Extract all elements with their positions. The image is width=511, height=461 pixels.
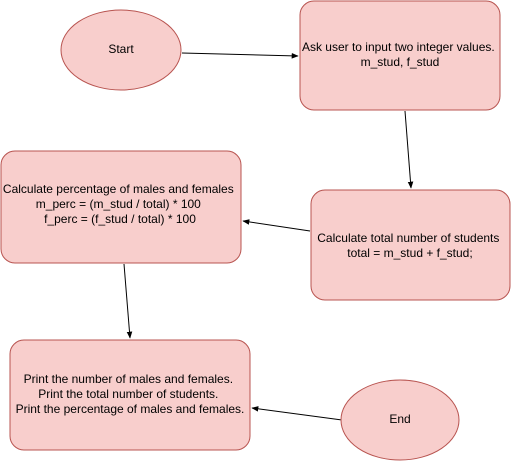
start-shape [60,9,182,91]
edge-percentage-to-print [123,263,133,339]
input-process-label: Ask user to input two integer values. m_… [302,40,498,69]
input-process-line: m_stud, f_stud [361,55,440,69]
end-node[interactable]: End [340,379,460,461]
input-process-line: Ask user to input two integer values. [302,40,495,54]
start-label-line: Start [108,42,134,56]
total-process-line: total = m_stud + f_stud; [347,246,472,260]
input-process-node[interactable]: Ask user to input two integer values. m_… [299,0,501,111]
edge-input-to-total [404,110,414,189]
flowchart-edges [123,52,414,421]
percentage-process-line: f_perc = (f_stud / total) * 100 [44,212,196,226]
percentage-process-shape [0,150,242,264]
total-process-label: Calculate total number of students total… [317,231,502,260]
end-label-line: End [389,412,410,426]
print-output-line: Print the percentage of males and female… [16,402,245,416]
percentage-process-label: Calculate percentage of males and female… [3,182,237,226]
total-process-shape [310,189,511,301]
edge-total-to-percentage [242,219,311,232]
total-process-node[interactable]: Calculate total number of students total… [310,189,511,301]
print-output-shape [9,339,251,451]
end-shape [340,379,460,461]
start-label: Start [108,42,134,56]
percentage-process-line: Calculate percentage of males and female… [3,182,234,196]
percentage-process-line: m_perc = (m_stud / total) * 100 [36,197,201,211]
print-output-line: Print the number of males and females. [24,372,233,386]
input-process-shape [299,0,501,111]
total-process-line: Calculate total number of students [317,231,499,245]
edge-start-to-input [181,52,299,59]
end-label: End [389,412,410,426]
edge-end-to-print [251,406,343,421]
start-node[interactable]: Start [60,9,182,91]
percentage-process-node[interactable]: Calculate percentage of males and female… [0,150,242,264]
print-output-node[interactable]: Print the number of males and females. P… [9,339,251,451]
print-output-line: Print the total number of students. [38,387,218,401]
print-output-label: Print the number of males and females. P… [16,372,245,416]
